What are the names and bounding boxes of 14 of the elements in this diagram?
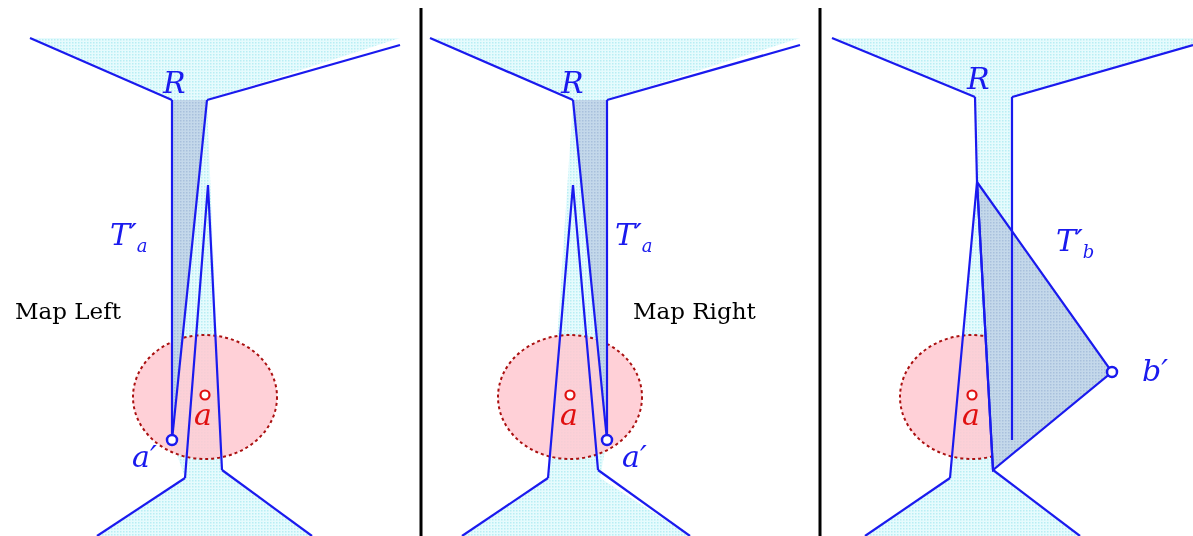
set-label: T′$_{b}$ <box>1056 226 1095 261</box>
caption-label: Map Left <box>15 300 121 323</box>
point-label: a <box>560 400 578 430</box>
set-label: T′$_{a}$ <box>615 220 653 255</box>
region-label: R <box>967 64 990 94</box>
set-label: T′$_{a}$ <box>110 220 148 255</box>
point-label: a <box>962 400 980 430</box>
point-label: a′ <box>132 442 157 472</box>
region-label: R <box>163 68 186 98</box>
point-label: a′ <box>622 442 647 472</box>
point-label: a <box>194 400 212 430</box>
region-label: R <box>561 68 584 98</box>
point-label: b′ <box>1142 356 1168 386</box>
caption-label: Map Right <box>633 300 756 323</box>
